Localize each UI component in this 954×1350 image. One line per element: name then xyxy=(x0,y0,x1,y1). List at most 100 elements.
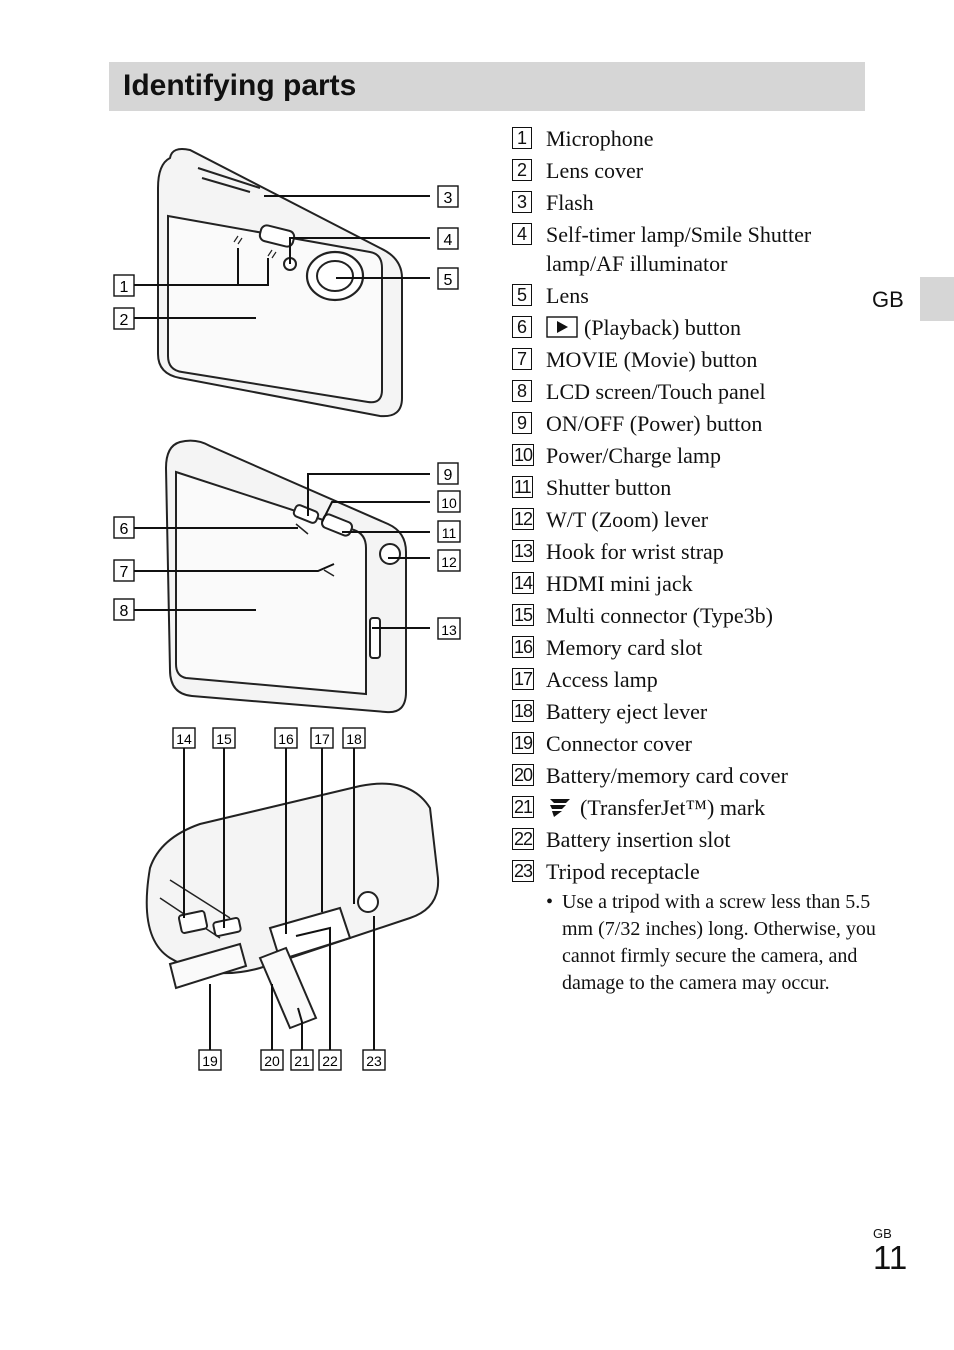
part-label: Flash xyxy=(546,190,594,215)
part-label: Memory card slot xyxy=(546,635,703,660)
part-item: 19 Connector cover xyxy=(512,729,872,758)
svg-text:4: 4 xyxy=(444,232,453,249)
part-number: 12 xyxy=(512,508,535,530)
part-number: 21 xyxy=(512,796,535,818)
callout-box: 13 xyxy=(437,617,461,640)
part-label: MOVIE (Movie) button xyxy=(546,347,758,372)
callout-box: 5 xyxy=(437,267,459,290)
part-label: ON/OFF (Power) button xyxy=(546,411,763,436)
svg-text:7: 7 xyxy=(120,564,129,581)
part-label: Connector cover xyxy=(546,731,692,756)
part-number: 8 xyxy=(512,380,532,402)
part-label: (TransferJet™) mark xyxy=(580,795,766,820)
part-label: Battery eject lever xyxy=(546,699,708,724)
svg-text:21: 21 xyxy=(294,1053,310,1069)
part-number: 9 xyxy=(512,412,532,434)
section-title-bar: Identifying parts xyxy=(109,62,865,111)
part-item: 9 ON/OFF (Power) button xyxy=(512,409,872,438)
part-item: 10 Power/Charge lamp xyxy=(512,441,872,470)
camera-parts-diagram: 1 2 3 4 5 6 7 8 9 10 11 12 13 14 15 16 1… xyxy=(113,148,461,1071)
part-number: 10 xyxy=(512,444,535,466)
callout-leader-lines xyxy=(134,195,430,1050)
svg-text:10: 10 xyxy=(441,495,457,511)
part-number: 13 xyxy=(512,540,535,562)
svg-text:17: 17 xyxy=(314,731,330,747)
svg-text:16: 16 xyxy=(278,731,294,747)
callout-box: 21 xyxy=(290,1049,314,1071)
svg-text:6: 6 xyxy=(120,521,129,538)
svg-text:13: 13 xyxy=(441,622,457,638)
playback-icon xyxy=(546,316,578,338)
part-item: 2 Lens cover xyxy=(512,156,872,185)
svg-text:18: 18 xyxy=(346,731,362,747)
part-number: 18 xyxy=(512,700,535,722)
part-number: 19 xyxy=(512,732,535,754)
callout-box: 9 xyxy=(437,462,459,485)
part-number: 2 xyxy=(512,159,532,181)
svg-text:11: 11 xyxy=(442,525,457,541)
svg-text:1: 1 xyxy=(120,279,129,296)
svg-text:22: 22 xyxy=(322,1053,338,1069)
callout-box: 3 xyxy=(437,185,459,208)
part-number: 6 xyxy=(512,316,532,338)
part-label: Power/Charge lamp xyxy=(546,443,721,468)
part-number: 16 xyxy=(512,636,535,658)
tripod-note: • Use a tripod with a screw less than 5.… xyxy=(546,889,882,997)
part-number: 5 xyxy=(512,284,532,306)
part-number: 14 xyxy=(512,572,535,594)
part-number: 1 xyxy=(512,127,532,149)
part-item: 22 Battery insertion slot xyxy=(512,825,872,854)
callout-box: 7 xyxy=(113,559,135,582)
transferjet-icon xyxy=(550,799,570,817)
part-label: Hook for wrist strap xyxy=(546,539,724,564)
callout-box: 19 xyxy=(198,1049,222,1071)
part-number: 3 xyxy=(512,191,532,213)
part-item: 13 Hook for wrist strap xyxy=(512,537,872,566)
part-label: (Playback) button xyxy=(584,315,742,340)
callout-box: 14 xyxy=(172,727,196,749)
camera-back-view xyxy=(164,439,407,714)
part-label: Battery/memory card cover xyxy=(546,763,788,788)
part-label: Self-timer lamp/Smile Shutter lamp/AF il… xyxy=(546,222,812,276)
svg-text:20: 20 xyxy=(264,1053,280,1069)
callout-box: 6 xyxy=(113,516,135,539)
part-number: 22 xyxy=(512,828,535,850)
svg-text:23: 23 xyxy=(366,1053,382,1069)
camera-front-view xyxy=(157,148,403,418)
part-item: 18 Battery eject lever xyxy=(512,697,872,726)
part-item: 8 LCD screen/Touch panel xyxy=(512,377,872,406)
callout-box: 2 xyxy=(113,307,135,330)
callout-box: 11 xyxy=(437,520,461,543)
side-tab-marker xyxy=(920,277,954,321)
callout-box: 16 xyxy=(274,727,298,749)
page-number: 11 xyxy=(873,1239,908,1276)
callout-box: 4 xyxy=(437,227,459,250)
part-label: Lens cover xyxy=(546,158,644,183)
footer-language: GB xyxy=(873,1226,892,1241)
callout-box: 20 xyxy=(260,1049,284,1071)
part-label: Access lamp xyxy=(546,667,658,692)
svg-text:3: 3 xyxy=(444,190,453,207)
svg-text:19: 19 xyxy=(202,1053,218,1069)
part-item: 6 (Playback) button xyxy=(512,313,872,342)
callout-box: 10 xyxy=(437,490,461,513)
svg-text:15: 15 xyxy=(216,731,232,747)
language-tab-label: GB xyxy=(872,287,904,312)
callout-box: 12 xyxy=(437,549,461,572)
part-label: Shutter button xyxy=(546,475,672,500)
svg-text:2: 2 xyxy=(120,312,129,329)
part-label: Tripod receptacle xyxy=(546,859,700,884)
part-label: LCD screen/Touch panel xyxy=(546,379,766,404)
part-label: Battery insertion slot xyxy=(546,827,731,852)
